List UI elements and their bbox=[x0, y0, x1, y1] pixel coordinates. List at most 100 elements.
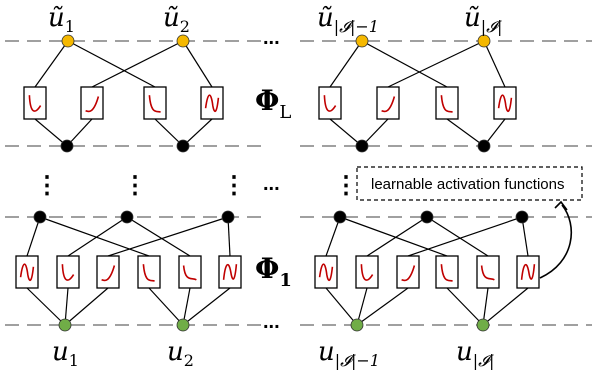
edge bbox=[521, 216, 529, 257]
edge bbox=[482, 287, 529, 326]
activation-box-bottom-1-5-curve bbox=[182, 265, 197, 281]
edge bbox=[26, 216, 41, 257]
activation-box-bottom-1-4-curve bbox=[142, 264, 155, 282]
edge bbox=[39, 216, 150, 257]
edge bbox=[154, 118, 184, 147]
activation-box-bottom-2-6-curve bbox=[520, 263, 536, 280]
top-label-3: ũ|𝓘|−1 bbox=[317, 3, 379, 36]
hidden-node-bottom-2 bbox=[120, 210, 134, 224]
activation-box-bottom-2-5-curve bbox=[480, 265, 495, 281]
activation-box-bottom-1-6-curve bbox=[222, 263, 238, 280]
output-node-2 bbox=[176, 34, 190, 48]
edge bbox=[325, 216, 341, 257]
edge bbox=[361, 40, 448, 88]
edge bbox=[182, 287, 231, 326]
activation-box-top-2-4-curve bbox=[497, 94, 513, 113]
activation-box-bottom-1-3 bbox=[96, 255, 120, 289]
input-node-4 bbox=[476, 318, 490, 332]
activation-box-top-2-1 bbox=[318, 86, 342, 120]
edge bbox=[182, 118, 213, 147]
activation-box-top-2-2-curve bbox=[381, 96, 396, 113]
edges bbox=[26, 40, 529, 326]
hidden-node-bottom-1 bbox=[33, 210, 47, 224]
activation-box-bottom-2-4 bbox=[435, 255, 459, 289]
activation-box-bottom-2-2-curve bbox=[360, 264, 374, 281]
edge bbox=[26, 287, 66, 326]
activation-box-top-2-3 bbox=[435, 86, 459, 120]
edge bbox=[64, 287, 109, 326]
middle-dots: ⋮ ⋮ ⋮ ⋮ ... bbox=[35, 172, 358, 199]
activation-box-bottom-2-2 bbox=[355, 255, 379, 289]
vertical-dots-1: ⋮ bbox=[35, 172, 59, 199]
edge bbox=[34, 118, 68, 147]
bottom-labels: u1 u2 u|𝓘|−1 u|𝓘| ... bbox=[52, 311, 494, 370]
middle-ellipsis: ... bbox=[263, 173, 280, 195]
edge bbox=[446, 287, 484, 326]
activation-box-bottom-1-3-curve bbox=[101, 265, 116, 282]
activation-box-bottom-1-1-curve bbox=[19, 263, 35, 282]
top-label-4: ũ|𝓘| bbox=[464, 3, 502, 36]
edge bbox=[329, 40, 363, 88]
vertical-dots-2: ⋮ bbox=[123, 172, 147, 199]
activation-box-bottom-1-4 bbox=[137, 255, 161, 289]
activation-box-bottom-2-1-curve bbox=[318, 263, 334, 282]
vertical-dots-3: ⋮ bbox=[222, 172, 246, 199]
edge bbox=[339, 216, 448, 257]
activation-box-top-1-1 bbox=[23, 86, 47, 120]
top-ellipsis: ... bbox=[263, 27, 280, 49]
nodes bbox=[33, 34, 529, 332]
hidden-node-top-1 bbox=[60, 139, 74, 153]
activation-box-top-1-2-curve bbox=[85, 96, 100, 113]
output-node-1 bbox=[61, 34, 75, 48]
edge bbox=[426, 216, 489, 257]
input-node-3 bbox=[350, 318, 364, 332]
activation-box-top-2-2 bbox=[376, 86, 400, 120]
callout-arrow bbox=[539, 204, 573, 279]
edge bbox=[182, 40, 213, 88]
callout-box bbox=[356, 166, 583, 201]
edge bbox=[67, 216, 128, 257]
activation-box-bottom-1-2-curve bbox=[61, 264, 75, 281]
hidden-node-bottom-5 bbox=[420, 210, 434, 224]
activation-box-bottom-2-4-curve bbox=[440, 264, 453, 282]
output-node-3 bbox=[355, 34, 369, 48]
hidden-node-bottom-6 bbox=[515, 210, 529, 224]
edge bbox=[107, 216, 229, 257]
activation-box-top-1-4-curve bbox=[204, 94, 220, 113]
edge bbox=[34, 40, 69, 88]
callout-text: learnable activation functions bbox=[371, 176, 564, 193]
activation-box-top-2-1-curve bbox=[323, 95, 337, 112]
phi-1-label: Φ1 bbox=[255, 252, 292, 291]
edge bbox=[329, 118, 363, 147]
edge bbox=[91, 40, 184, 88]
activation-boxes bbox=[15, 86, 540, 289]
edge bbox=[446, 118, 485, 147]
activation-box-bottom-2-3 bbox=[396, 255, 420, 289]
bottom-label-3: u|𝓘|−1 bbox=[318, 337, 380, 370]
edge bbox=[356, 287, 409, 326]
hidden-node-bottom-4 bbox=[333, 210, 347, 224]
activation-box-top-1-3-curve bbox=[148, 95, 161, 113]
hidden-node-bottom-3 bbox=[221, 210, 235, 224]
callout: learnable activation functions bbox=[356, 166, 583, 279]
activation-box-bottom-1-2 bbox=[56, 255, 80, 289]
edge bbox=[325, 287, 358, 326]
activation-box-bottom-2-3-curve bbox=[401, 265, 416, 282]
activation-box-top-1-2 bbox=[80, 86, 104, 120]
hidden-node-top-4 bbox=[477, 139, 491, 153]
edge bbox=[126, 216, 191, 257]
activation-box-bottom-1-5 bbox=[178, 255, 202, 289]
input-node-2 bbox=[176, 318, 190, 332]
activation-box-top-1-3 bbox=[143, 86, 167, 120]
edge bbox=[387, 40, 485, 88]
output-node-4 bbox=[477, 34, 491, 48]
callout-arrowhead bbox=[554, 200, 568, 211]
top-labels: ũ1 ũ2 ũ|𝓘|−1 ũ|𝓘| ... bbox=[48, 3, 502, 49]
dashed-level-lines bbox=[5, 40, 592, 326]
phi-L-label: ΦL bbox=[255, 84, 291, 123]
edge bbox=[366, 216, 428, 257]
hidden-node-top-3 bbox=[355, 139, 369, 153]
vertical-dots-4: ⋮ bbox=[334, 172, 358, 199]
bottom-label-2: u2 bbox=[167, 337, 194, 370]
